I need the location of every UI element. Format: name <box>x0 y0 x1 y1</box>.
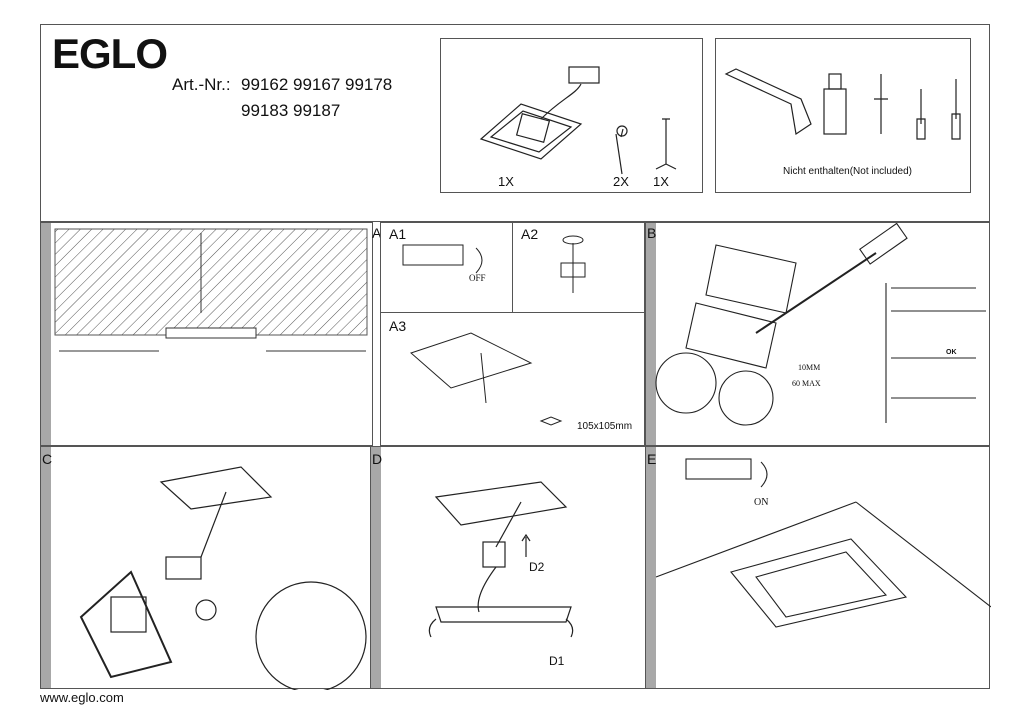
panel-a1: A1 OFF <box>380 222 513 313</box>
brand-logo: EGLO <box>52 30 168 77</box>
off-label: OFF <box>469 273 486 283</box>
article-label: Art.-Nr.: <box>172 75 231 94</box>
tools-box: Nicht enthalten(Not included) <box>715 38 971 193</box>
parts-illustration <box>479 66 677 175</box>
panel-b-wiring: B 10MM 60 MAX OK <box>645 222 990 446</box>
step-a-label: A <box>372 225 382 241</box>
panel-c: C <box>40 446 371 690</box>
qty-tool: 1X <box>653 174 669 189</box>
panel-installation-clearance: A <box>40 222 381 446</box>
step-a3-label: A3 <box>389 318 407 334</box>
panel-a2: A2 <box>512 222 645 313</box>
parts-box: 1X 2X 1X <box>440 38 703 193</box>
not-included-note: Nicht enthalten(Not included) <box>783 166 912 177</box>
step-a2-label: A2 <box>521 226 539 242</box>
ceiling-cross-section <box>54 228 368 352</box>
step-d-label: D <box>372 451 383 467</box>
tools-illustration <box>724 68 961 140</box>
qty-driver: 1X <box>498 174 514 189</box>
panel-e: E ON <box>645 446 991 689</box>
strip-length: 10MM <box>798 363 821 372</box>
d1-label: D1 <box>549 654 565 668</box>
article-numbers-1: 99162 99167 99178 <box>241 75 393 94</box>
max-length: 60 MAX <box>792 379 821 388</box>
ok-label: OK <box>946 349 957 356</box>
panel-d: D D2 D1 <box>370 446 646 689</box>
wiring-illustration <box>655 223 986 426</box>
step-a1-label: A1 <box>389 226 407 242</box>
d2-label: D2 <box>529 560 545 574</box>
footer-url[interactable]: www.eglo.com <box>40 690 124 705</box>
on-label: ON <box>754 497 769 508</box>
panel-a3: A3 105x105mm <box>380 312 645 446</box>
article-numbers-2: 99183 99187 <box>241 101 341 120</box>
step-c-label: C <box>42 451 53 467</box>
step-e-label: E <box>647 451 657 467</box>
step-b-label: B <box>647 225 657 241</box>
cutout-size: 105x105mm <box>577 421 633 432</box>
qty-spring: 2X <box>613 174 629 189</box>
